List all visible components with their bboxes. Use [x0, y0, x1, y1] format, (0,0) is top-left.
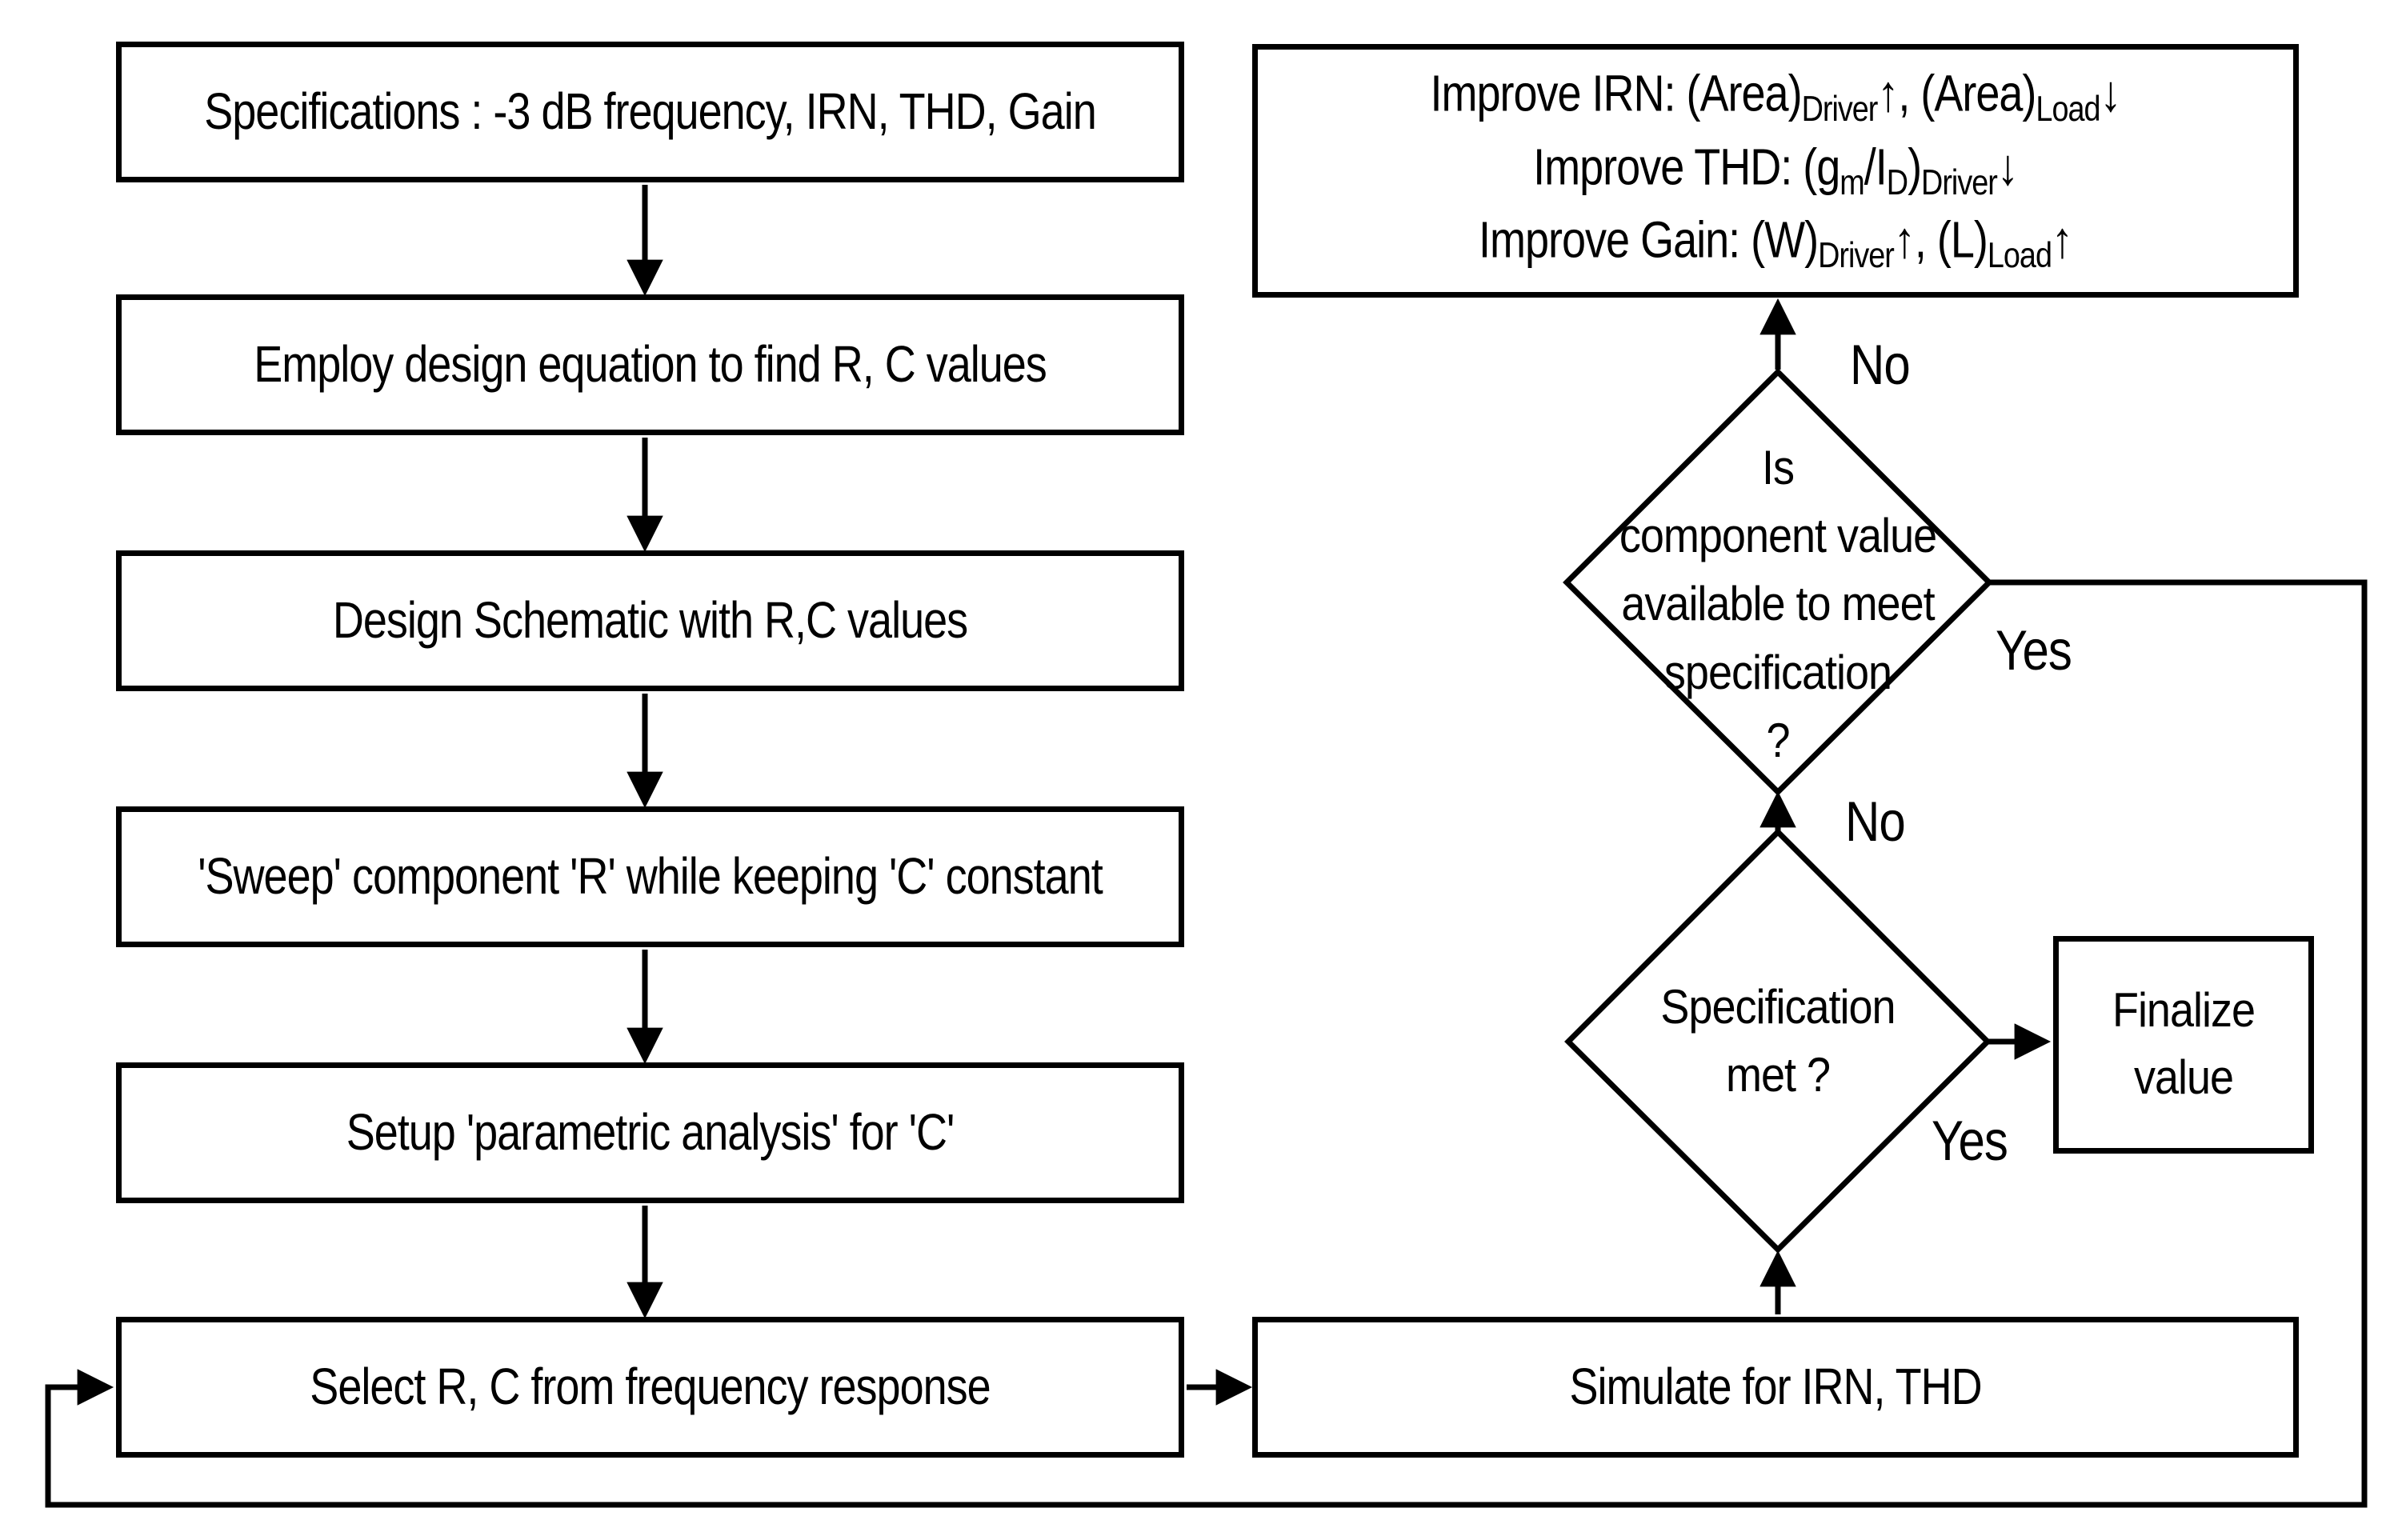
subscript-driver: Driver — [1818, 236, 1895, 277]
process-box-select-rc: Select R, C from frequency response — [116, 1317, 1184, 1458]
improve-gain-text: ↑, (L) — [1893, 212, 1988, 270]
improve-thd-text: Improve THD: (g — [1533, 138, 1840, 196]
subscript-driver: Driver — [1801, 90, 1879, 130]
process-box-label: Select R, C from frequency response — [310, 1358, 991, 1416]
improve-thd-text: ) — [1908, 138, 1922, 196]
process-box-schematic: Design Schematic with R,C values — [116, 550, 1184, 691]
subscript-driver: Driver — [1921, 162, 1998, 203]
edge-yes-component-feedback-loop — [45, 579, 2368, 1508]
process-box-label: Employ design equation to find R, C valu… — [254, 336, 1047, 394]
finalize-value-box: Finalize value — [2053, 936, 2314, 1154]
decision-line: Specification — [1660, 980, 1896, 1034]
decision-line: available to meet — [1621, 577, 1935, 631]
improve-irn-text: Improve IRN: (Area) — [1430, 65, 1802, 122]
decision-spec-met-shape — [1564, 828, 1992, 1254]
improve-thd-line: Improve THD: (gm/ID)Driver↓ — [1533, 138, 2019, 203]
improve-irn-line: Improve IRN: (Area)Driver↑, (Area)Load↓ — [1430, 65, 2122, 130]
process-box-specifications: Specifications : -3 dB frequency, IRN, T… — [116, 42, 1184, 182]
process-box-design-equation: Employ design equation to find R, C valu… — [116, 294, 1184, 435]
decision-line: component value — [1619, 509, 1937, 563]
finalize-box-line: value — [2133, 1050, 2234, 1105]
finalize-box-line: Finalize — [2112, 983, 2256, 1038]
improve-thd-text: /I — [1864, 138, 1888, 196]
process-box-sweep-r: 'Sweep' component 'R' while keeping 'C' … — [116, 806, 1184, 947]
subscript-load: Load — [2036, 90, 2100, 130]
process-box-label: Design Schematic with R,C values — [332, 592, 968, 650]
decision-line: met ? — [1725, 1048, 1831, 1102]
decision-component-available-shape — [1563, 368, 1993, 796]
decision-component-available-text: Is component value available to meet spe… — [1554, 430, 2002, 779]
process-box-parametric-c: Setup 'parametric analysis' for 'C' — [116, 1062, 1184, 1203]
decision-line: specification — [1663, 645, 1892, 700]
process-box-label: 'Sweep' component 'R' while keeping 'C' … — [198, 848, 1103, 906]
edge-label-yes-component: Yes — [1996, 618, 2072, 682]
up-arrow-glyph: ↑ — [2051, 212, 2073, 270]
edge-label-no-component: No — [1850, 333, 1911, 397]
decision-line: ? — [1766, 714, 1790, 768]
subscript-load: Load — [1987, 236, 2052, 277]
process-box-label: Setup 'parametric analysis' for 'C' — [346, 1104, 955, 1162]
down-arrow-glyph: ↓ — [2100, 65, 2122, 122]
decision-spec-met-text: Specification met ? — [1554, 957, 2002, 1126]
process-box-label: Specifications : -3 dB frequency, IRN, T… — [204, 83, 1096, 141]
improve-gain-line: Improve Gain: (W)Driver↑, (L)Load↑ — [1479, 211, 2073, 277]
improve-irn-text: ↑, (Area) — [1877, 65, 2036, 122]
edge-label-no-spec-met: No — [1845, 790, 1906, 854]
edge-label-yes-spec-met: Yes — [1932, 1109, 2008, 1173]
decision-line: Is — [1761, 441, 1795, 495]
simulate-box-label: Simulate for IRN, THD — [1569, 1358, 1982, 1416]
improve-guidelines-box: Improve IRN: (Area)Driver↑, (Area)Load↓ … — [1252, 44, 2299, 298]
subscript-m: m — [1840, 162, 1864, 203]
improve-gain-text: Improve Gain: (W) — [1479, 212, 1819, 270]
simulate-box: Simulate for IRN, THD — [1252, 1317, 2299, 1458]
subscript-d: D — [1886, 162, 1908, 203]
down-arrow-glyph: ↓ — [1996, 138, 2019, 196]
